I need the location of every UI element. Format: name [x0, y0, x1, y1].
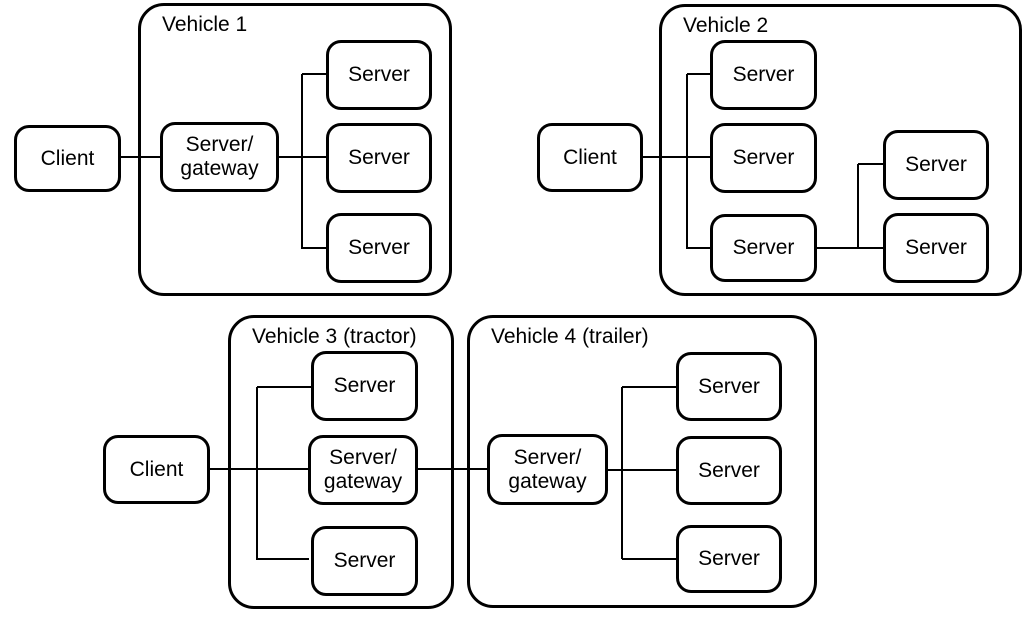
v2-server-bottom-node: Server — [710, 214, 817, 282]
v1-server-middle-node: Server — [326, 123, 432, 193]
vehicle-4-boundary: Vehicle 4 (trailer) — [467, 315, 817, 608]
v2-client-bus-link — [643, 156, 710, 158]
v1-server-top-node: Server — [326, 40, 432, 110]
v3-server-top-node: Server — [311, 351, 418, 421]
v3-bus-line — [256, 387, 258, 560]
v2-right-bus-line — [857, 164, 859, 249]
v2-server-right-bottom-node: Server — [883, 213, 989, 283]
v1-bus-server-bottom-link — [302, 247, 327, 249]
vehicle-3-title: Vehicle 3 (tractor) — [252, 325, 417, 348]
vehicle-2-title: Vehicle 2 — [683, 14, 769, 37]
v1-bus-line — [301, 74, 303, 249]
v1-server-bottom-node: Server — [326, 213, 432, 283]
v2-server-middle-node: Server — [710, 123, 817, 193]
v2-bus-line — [686, 74, 688, 249]
v2-server-right-top-node: Server — [883, 130, 989, 200]
vehicle-1-title: Vehicle 1 — [162, 13, 248, 36]
v4-server-top-node: Server — [676, 352, 782, 421]
v3-client-node: Client — [103, 435, 210, 504]
v2-right-bus-server-top-link — [858, 163, 884, 165]
v4-server-bottom-node: Server — [676, 525, 782, 593]
v2-bus-server-bottom-link — [687, 247, 710, 249]
v3-bus-server-bottom-link — [257, 558, 309, 560]
v2-server-bottom-right-link — [817, 247, 884, 249]
v4-bus-server-top-link — [622, 386, 677, 388]
v3-server-bottom-node: Server — [311, 526, 418, 596]
v4-server-gateway-node: Server/ gateway — [487, 434, 608, 505]
v1-bus-server-top-link — [302, 73, 327, 75]
v2-server-top-node: Server — [710, 40, 817, 110]
v2-client-node: Client — [537, 123, 643, 192]
vehicle-2-boundary: Vehicle 2 — [659, 4, 1022, 296]
vehicle-1-boundary: Vehicle 1 — [138, 3, 452, 296]
v4-bus-server-bottom-link — [622, 558, 677, 560]
v2-bus-server-top-link — [687, 73, 710, 75]
v4-gateway-bus-link — [608, 469, 677, 471]
vehicle-3-boundary: Vehicle 3 (tractor) — [228, 315, 454, 609]
v1-client-gateway-link — [121, 156, 160, 158]
v1-gateway-bus-link — [279, 156, 327, 158]
v3-gateway-v4-gateway-link — [418, 468, 488, 470]
v1-client-node: Client — [14, 125, 121, 192]
v4-bus-line — [621, 387, 623, 559]
v3-client-gateway-link — [210, 468, 309, 470]
v3-bus-server-top-link — [257, 386, 312, 388]
vehicle-4-title: Vehicle 4 (trailer) — [491, 325, 649, 348]
v4-server-middle-node: Server — [676, 436, 782, 505]
v3-server-gateway-node: Server/ gateway — [308, 435, 418, 505]
v1-server-gateway-node: Server/ gateway — [160, 122, 279, 192]
